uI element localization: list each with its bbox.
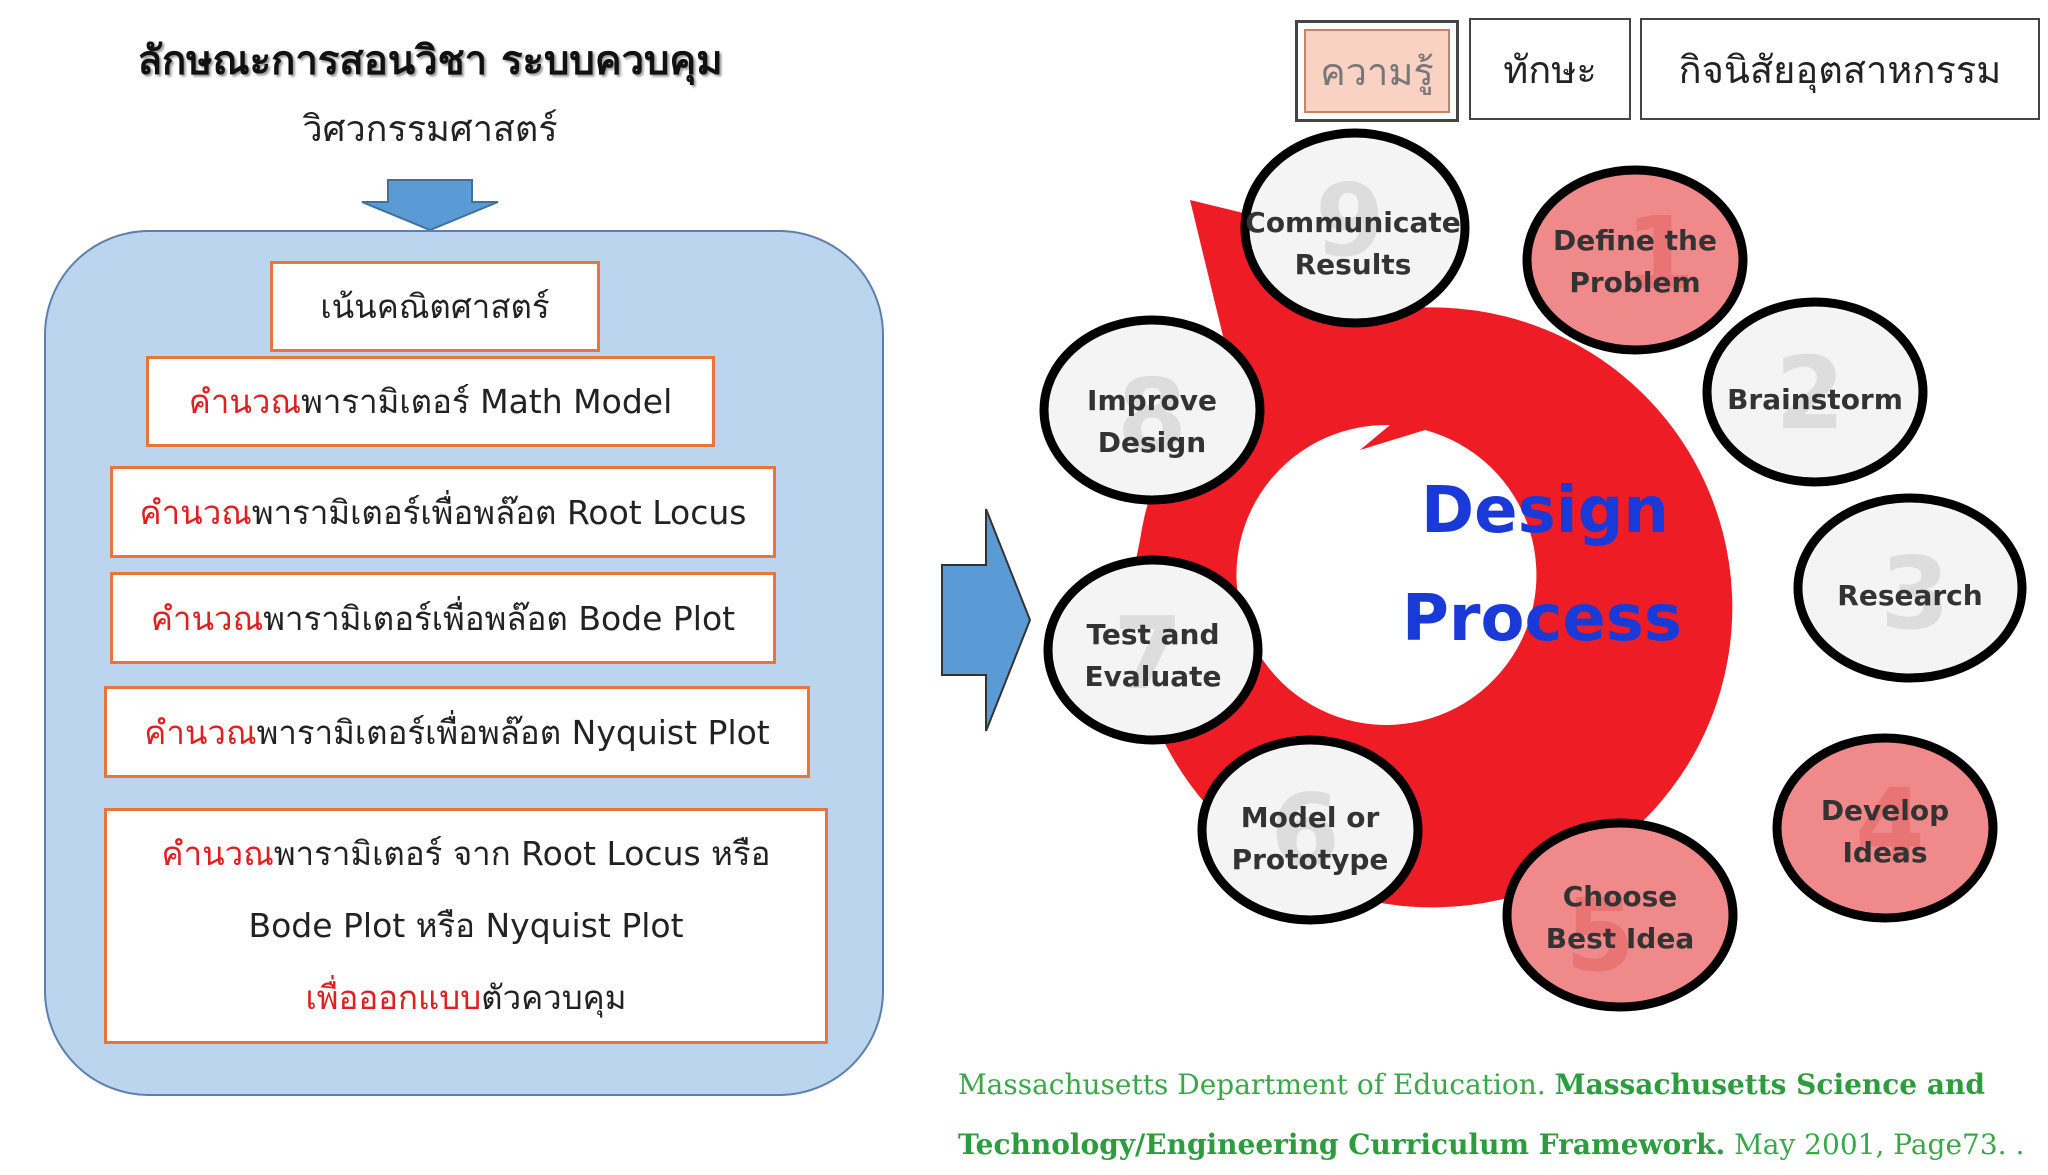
citation: Massachusetts Department of Education. M…	[958, 1055, 2024, 1175]
page-subtitle: วิศวกรรมศาสตร์	[302, 109, 558, 150]
page-title: ลักษณะการสอนวิชา ระบบควบคุม	[137, 38, 723, 84]
step-number: 6	[1270, 772, 1340, 889]
box-text: พารามิเตอร์เพื่อพล๊อต Bode Plot	[263, 598, 736, 638]
step-communicate-results: 9 Communicate Results	[1240, 128, 1470, 328]
step-label-2: Results	[1295, 248, 1412, 281]
box-root-locus: คำนวณพารามิเตอร์เพื่อพล๊อต Root Locus	[110, 466, 776, 558]
step-define-problem: 1 Define the Problem	[1522, 165, 1748, 355]
process-swirl-hole	[1236, 424, 1537, 725]
citation-title-b: Technology/Engineering Curriculum Framew…	[958, 1128, 1726, 1161]
tag-habit-label: กิจนิสัยอุตสาหกรรม	[1678, 47, 2002, 92]
step-label-2: Problem	[1569, 266, 1700, 299]
box-math-focus: เน้นคณิตศาสตร์	[270, 261, 600, 352]
step-brainstorm: 2 Brainstorm	[1702, 297, 1928, 487]
step-label-1: Define the	[1553, 224, 1717, 257]
box-line-2: Bode Plot หรือ Nyquist Plot	[248, 906, 684, 945]
box-red-text: คำนวณ	[144, 712, 257, 752]
step-improve-design: 8 Improve Design	[1039, 315, 1265, 505]
box-red-text: เพื่อออกแบบ	[305, 978, 482, 1017]
box-controller-design: คำนวณพารามิเตอร์ จาก Root Locus หรือ Bod…	[104, 808, 828, 1044]
right-arrow-icon	[941, 508, 1032, 732]
step-label-2: Best Idea	[1546, 922, 1694, 955]
step-number: 1	[1625, 195, 1695, 312]
box-red-text: คำนวณ	[139, 492, 252, 532]
step-number: 9	[1315, 162, 1385, 279]
box-red-text: คำนวณ	[188, 382, 302, 421]
box-text: พารามิเตอร์เพื่อพล๊อต Nyquist Plot	[256, 712, 770, 752]
tag-knowledge-inner: ความรู้	[1304, 29, 1450, 113]
step-label-1: Brainstorm	[1727, 383, 1903, 416]
box-text: พารามิเตอร์ Math Model	[301, 382, 673, 421]
step-number: 7	[1113, 595, 1183, 712]
tag-skill: ทักษะ	[1469, 18, 1631, 120]
citation-source: Massachusetts Department of Education.	[958, 1068, 1555, 1101]
step-number: 3	[1880, 535, 1950, 652]
step-label-2: Design	[1098, 426, 1206, 459]
step-choose-best-idea: 5 Choose Best Idea	[1502, 818, 1738, 1012]
step-label-1: Communicate	[1245, 206, 1460, 239]
step-model-or-prototype: 6 Model or Prototype	[1197, 735, 1423, 925]
step-number: 5	[1565, 877, 1635, 994]
box-text: ตัวควบคุม	[481, 978, 627, 1017]
center-title-line2: Process	[1402, 582, 1682, 656]
down-arrow-icon	[361, 179, 499, 232]
step-research: 3 Research	[1793, 493, 2027, 683]
box-text: เน้นคณิตศาสตร์	[320, 287, 550, 326]
step-label-1: Choose	[1563, 880, 1678, 913]
tag-knowledge: ความรู้	[1295, 20, 1459, 122]
step-number: 4	[1855, 767, 1925, 884]
step-number: 2	[1775, 335, 1845, 452]
center-title-line1: Design	[1421, 474, 1669, 548]
step-label-1: Test and	[1086, 618, 1219, 651]
step-label-1: Research	[1837, 579, 1982, 612]
step-number: 8	[1117, 357, 1187, 474]
step-test-and-evaluate: 7 Test and Evaluate	[1043, 555, 1263, 745]
box-red-text: คำนวณ	[150, 598, 264, 638]
box-line-3: เพื่อออกแบบตัวควบคุม	[306, 962, 627, 1034]
citation-line-1: Massachusetts Department of Education. M…	[958, 1055, 2018, 1115]
step-label-1: Model or	[1241, 801, 1380, 834]
box-nyquist-plot: คำนวณพารามิเตอร์เพื่อพล๊อต Nyquist Plot	[104, 686, 810, 778]
step-label-2: Prototype	[1232, 843, 1389, 876]
citation-date: May 2001, Page73. .	[1725, 1128, 2025, 1161]
box-math-model: คำนวณพารามิเตอร์ Math Model	[146, 356, 715, 447]
citation-line-2: Technology/Engineering Curriculum Framew…	[958, 1115, 2024, 1175]
step-label-2: Evaluate	[1084, 660, 1221, 693]
box-line-1: คำนวณพารามิเตอร์ จาก Root Locus หรือ	[162, 818, 771, 890]
design-process-diagram: Design Process 9 Communicate Results 1 D…	[1039, 128, 2027, 1012]
step-label-2: Ideas	[1842, 836, 1927, 869]
step-label-1: Develop	[1821, 794, 1949, 827]
step-label-1: Improve	[1087, 384, 1217, 417]
step-develop-ideas: 4 Develop Ideas	[1772, 733, 1998, 923]
box-red-text: คำนวณ	[161, 834, 274, 873]
box-text: พารามิเตอร์เพื่อพล๊อต Root Locus	[251, 492, 747, 532]
citation-title-a: Massachusetts Science and	[1554, 1068, 1985, 1101]
box-text: พารามิเตอร์ จาก Root Locus หรือ	[273, 834, 771, 873]
box-bode-plot: คำนวณพารามิเตอร์เพื่อพล๊อต Bode Plot	[110, 572, 776, 664]
tag-skill-label: ทักษะ	[1503, 47, 1597, 92]
tag-knowledge-label: ความรู้	[1320, 49, 1434, 94]
tag-habit: กิจนิสัยอุตสาหกรรม	[1640, 18, 2040, 120]
